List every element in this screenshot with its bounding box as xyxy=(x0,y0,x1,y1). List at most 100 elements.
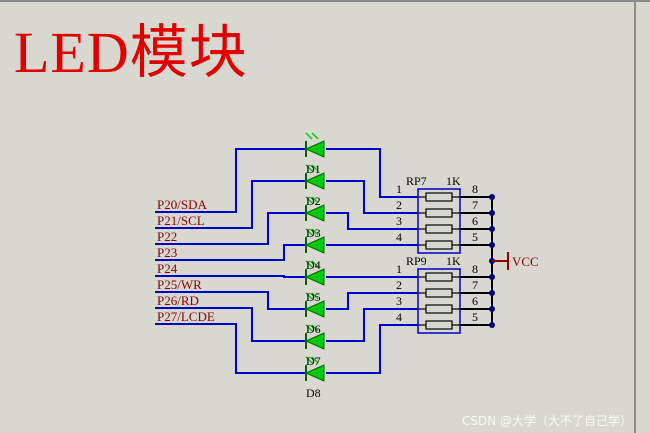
pin-number: 5 xyxy=(472,310,478,324)
resistor-packs xyxy=(417,188,495,334)
led-label: D2 xyxy=(306,194,321,208)
resistor-element xyxy=(425,224,453,234)
led-body xyxy=(304,364,325,382)
led-resistor-wire-1 xyxy=(326,148,418,198)
led-ray xyxy=(305,132,313,140)
resistor-element xyxy=(425,208,453,218)
net-wire-2 xyxy=(155,180,306,229)
resistor-pack-value: 1K xyxy=(446,174,461,188)
led-body xyxy=(304,140,325,158)
pin-number: 5 xyxy=(472,230,478,244)
junction-dot xyxy=(489,226,495,232)
pin-number: 4 xyxy=(396,230,402,244)
led-d1 xyxy=(304,132,325,158)
led-ray xyxy=(305,164,313,172)
resistor-element xyxy=(425,288,453,298)
net-label: P20/SDA xyxy=(157,197,207,212)
led-ray xyxy=(305,260,313,268)
junction-dot xyxy=(489,322,495,328)
led-ray xyxy=(305,196,313,204)
junction-dot xyxy=(489,274,495,280)
led-label: D1 xyxy=(306,162,321,176)
resistor-pack-rp9 xyxy=(417,268,495,334)
net-label: P25/WR xyxy=(157,277,202,292)
led-resistor-wire-6 xyxy=(326,292,418,310)
led-label: D8 xyxy=(306,386,321,400)
led-label: D3 xyxy=(306,226,321,240)
junction-dot xyxy=(489,242,495,248)
led-d3 xyxy=(304,196,325,222)
wires xyxy=(155,148,509,374)
pin-number: 6 xyxy=(472,294,478,308)
resistor-element xyxy=(425,192,453,202)
pin-number: 4 xyxy=(396,310,402,324)
led-ray xyxy=(305,292,313,300)
sheet-border-top xyxy=(0,0,650,2)
net-label: P23 xyxy=(157,245,177,260)
led-d7 xyxy=(304,324,325,350)
pin-number: 7 xyxy=(472,198,478,212)
led-d5 xyxy=(304,260,325,286)
pin-number: 1 xyxy=(396,262,402,276)
led-label: D5 xyxy=(306,290,321,304)
resistor-pack-ref: RP9 xyxy=(406,254,427,268)
led-label: D4 xyxy=(306,258,321,272)
led-body xyxy=(304,236,325,254)
watermark: CSDN @大学（大不了自己学） xyxy=(461,414,632,428)
led-ray xyxy=(311,292,319,300)
net-label: P21/SCL xyxy=(157,213,205,228)
pin-number: 2 xyxy=(396,198,402,212)
net-wire-5 xyxy=(155,275,306,278)
net-wire-1 xyxy=(155,148,306,213)
junction-dot xyxy=(489,194,495,200)
net-label: P26/RD xyxy=(157,293,199,308)
resistor-element xyxy=(425,272,453,282)
led-body xyxy=(304,172,325,190)
sheet-border-right xyxy=(634,0,636,433)
page-title: LED模块 xyxy=(14,20,248,85)
pin-number: 1 xyxy=(396,182,402,196)
led-d8 xyxy=(304,356,325,382)
led-ray xyxy=(311,356,319,364)
led-resistor-wire-2 xyxy=(326,180,418,214)
led-ray xyxy=(311,196,319,204)
vcc-label: VCC xyxy=(512,254,539,269)
net-wire-6 xyxy=(155,291,306,310)
resistor-element xyxy=(425,240,453,250)
pin-number: 8 xyxy=(472,262,478,276)
net-wire-7 xyxy=(155,307,306,342)
net-label: P24 xyxy=(157,261,178,276)
pin-number: 3 xyxy=(396,214,402,228)
led-array xyxy=(304,132,325,382)
junction-dot xyxy=(489,306,495,312)
led-body xyxy=(304,268,325,286)
led-label: D6 xyxy=(306,322,321,336)
led-ray xyxy=(311,132,319,140)
led-ray xyxy=(305,228,313,236)
net-wire-4 xyxy=(155,244,306,261)
pin-number: 7 xyxy=(472,278,478,292)
pin-number: 8 xyxy=(472,182,478,196)
led-ray xyxy=(311,228,319,236)
led-body xyxy=(304,332,325,350)
led-body xyxy=(304,204,325,222)
net-label: P27/LCDE xyxy=(157,309,215,324)
led-resistor-wire-8 xyxy=(326,324,418,374)
labels: P20/SDAP21/SCLP22P23P24P25/WRP26/RDP27/L… xyxy=(157,162,539,400)
net-wire-3 xyxy=(155,212,306,245)
led-ray xyxy=(311,260,319,268)
resistor-pack-ref: RP7 xyxy=(406,174,427,188)
led-ray xyxy=(305,356,313,364)
led-ray xyxy=(305,324,313,332)
resistor-pack-body xyxy=(417,188,461,254)
junction-dot xyxy=(489,290,495,296)
led-d2 xyxy=(304,164,325,190)
net-label: P22 xyxy=(157,229,177,244)
resistor-pack-rp7 xyxy=(417,188,495,254)
led-d6 xyxy=(304,292,325,318)
led-body xyxy=(304,300,325,318)
resistor-element xyxy=(425,320,453,330)
led-d4 xyxy=(304,228,325,254)
resistor-pack-value: 1K xyxy=(446,254,461,268)
